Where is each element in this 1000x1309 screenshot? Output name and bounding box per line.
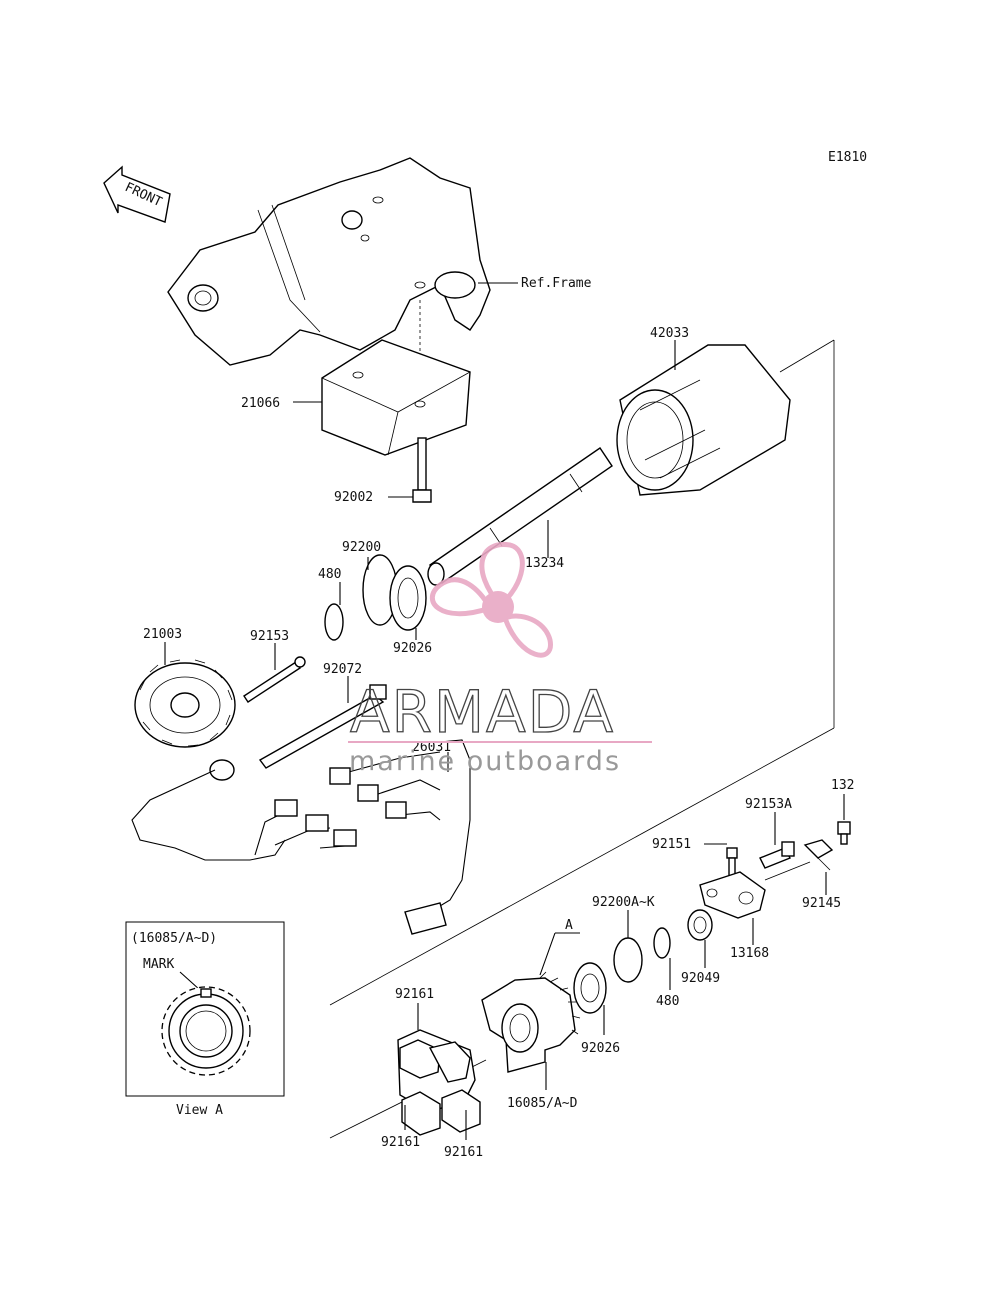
view-a-inset: (16085/A~D) MARK View A — [125, 921, 285, 1118]
part-92026-washer-bottom — [573, 962, 607, 1014]
label-92161-top: 92161 — [395, 987, 434, 1002]
diagram-code: E1810 — [828, 150, 867, 165]
label-480-bottom: 480 — [656, 994, 679, 1009]
label-92200: 92200 — [342, 540, 381, 555]
label-92026-bottom: 92026 — [581, 1041, 620, 1056]
view-a-mark: MARK — [143, 957, 174, 972]
label-13234: 13234 — [525, 556, 564, 571]
label-26031: 26031 — [412, 740, 451, 755]
label-92026-top: 92026 — [393, 641, 432, 656]
view-a-caption: View A — [176, 1103, 223, 1118]
part-92153-bolt — [243, 656, 306, 703]
label-13168: 13168 — [730, 946, 769, 961]
part-13168-lever — [699, 861, 811, 919]
label-92161-left: 92161 — [381, 1135, 420, 1150]
label-480-top: 480 — [318, 567, 341, 582]
front-arrow-icon: FRONT — [103, 165, 171, 223]
part-21066-regulator — [321, 339, 471, 456]
part-92161-damper — [397, 1029, 481, 1136]
part-132-bolt — [837, 821, 851, 845]
label-16085AD: 16085/A~D — [507, 1096, 578, 1111]
part-480-circlip-bottom — [653, 927, 671, 959]
propeller-logo-icon — [429, 541, 553, 658]
part-92002-bolt — [412, 437, 432, 503]
label-92145: 92145 — [802, 896, 841, 911]
view-a-header: (16085/A~D) — [131, 931, 217, 946]
part-16085-gear — [481, 971, 581, 1073]
part-92026-washer-top — [389, 565, 427, 631]
part-42033-housing — [616, 344, 791, 496]
part-92200AK-shim — [613, 937, 643, 983]
label-132: 132 — [831, 778, 854, 793]
ref-frame-label: Ref.Frame — [521, 276, 592, 291]
watermark-brand: ARMADA — [350, 678, 615, 746]
label-92153: 92153 — [250, 629, 289, 644]
label-92002: 92002 — [334, 490, 373, 505]
callout-a-label: A — [565, 918, 573, 933]
label-92161-right: 92161 — [444, 1145, 483, 1160]
part-21003-stator — [134, 659, 236, 781]
armada-watermark: ARMADA marine outboards — [348, 541, 652, 777]
part-26031-harness — [131, 739, 471, 935]
label-21003: 21003 — [143, 627, 182, 642]
label-92151: 92151 — [652, 837, 691, 852]
label-21066: 21066 — [241, 396, 280, 411]
part-92072-cable-tie — [258, 684, 387, 769]
label-92072: 92072 — [323, 662, 362, 677]
part-92153A-screw — [759, 841, 795, 869]
part-92049-seal — [687, 909, 713, 941]
label-92153A: 92153A — [745, 797, 792, 812]
label-42033: 42033 — [650, 326, 689, 341]
frame-outline — [167, 157, 491, 366]
watermark-tagline: marine outboards — [349, 746, 621, 777]
view-a-gear-icon — [161, 986, 251, 1076]
label-92049: 92049 — [681, 971, 720, 986]
part-480-circlip-top — [324, 603, 344, 641]
part-13234-shaft — [427, 447, 613, 586]
part-92145-clip — [803, 839, 834, 871]
label-92200AK: 92200A~K — [592, 895, 655, 910]
